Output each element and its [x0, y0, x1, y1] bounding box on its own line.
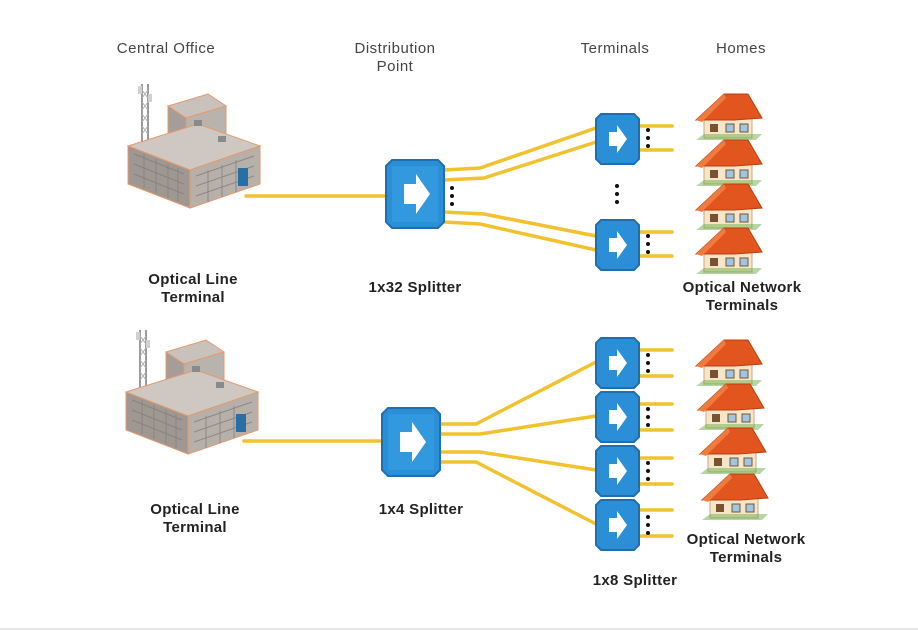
central-office-building — [125, 329, 259, 455]
house-icon — [695, 339, 763, 387]
top-splitter-label: 1x32 Splitter — [368, 279, 462, 296]
house-icon — [695, 183, 763, 231]
bottom-ont-label-line1: Optical Network — [686, 531, 806, 548]
house-icon — [695, 93, 763, 141]
bottom-terminal-splitter-label: 1x8 Splitter — [592, 572, 678, 589]
house-icon — [699, 427, 767, 475]
terminal-top-1 — [595, 113, 640, 165]
top-olt-label-line2: Terminal — [161, 289, 225, 306]
splitter-dots — [450, 186, 454, 206]
column-title-terminals: Terminals — [580, 40, 650, 57]
bottom-divider — [0, 628, 918, 630]
top-ont-label-line1: Optical Network — [682, 279, 802, 296]
terminal-top-2 — [595, 219, 640, 271]
bottom-fibers — [242, 348, 674, 538]
terminal-bottom-4 — [595, 499, 640, 551]
bottom-ont-label-line2: Terminals — [709, 549, 783, 566]
column-title-distribution-point: Distribution Point — [330, 40, 460, 76]
top-ont-label-line2: Terminals — [705, 297, 779, 314]
top-ont-label: Optical Network Terminals — [664, 279, 820, 315]
top-fibers — [244, 124, 674, 258]
house-icon — [701, 473, 769, 521]
top-network — [127, 83, 763, 275]
terminal-dots — [646, 353, 650, 535]
terminal-bottom-3 — [595, 445, 640, 497]
bottom-splitter-label: 1x4 Splitter — [378, 501, 464, 518]
splitter-1x4 — [381, 407, 441, 477]
house-icon — [695, 139, 763, 187]
column-title-distribution-line2: Point — [376, 58, 414, 75]
bottom-olt-label-line1: Optical Line — [150, 501, 240, 518]
splitter-1x32 — [385, 159, 445, 229]
terminal-bottom-1 — [595, 337, 640, 389]
central-office-building — [127, 83, 261, 209]
column-title-homes: Homes — [715, 40, 766, 57]
house-icon — [695, 227, 763, 275]
column-title-central-office: Central Office — [116, 40, 216, 57]
bottom-ont-label: Optical Network Terminals — [666, 531, 826, 567]
column-title-distribution-line1: Distribution — [354, 40, 436, 57]
terminal-dots — [615, 128, 650, 254]
bottom-network — [125, 329, 769, 551]
bottom-olt-label-line2: Terminal — [163, 519, 227, 536]
house-icon — [697, 383, 765, 431]
bottom-olt-label: Optical Line Terminal — [120, 501, 270, 537]
top-olt-label: Optical Line Terminal — [118, 271, 268, 307]
terminal-bottom-2 — [595, 391, 640, 443]
top-olt-label-line1: Optical Line — [148, 271, 238, 288]
